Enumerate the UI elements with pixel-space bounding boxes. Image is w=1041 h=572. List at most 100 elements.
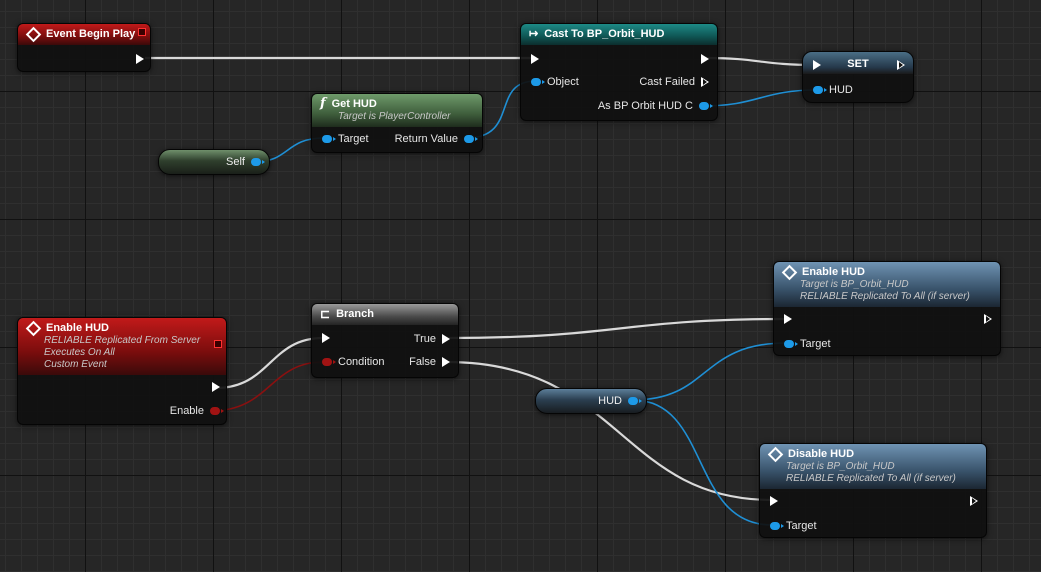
- hud-variable-node[interactable]: HUD: [535, 388, 647, 414]
- disable-call-exec-in-pin[interactable]: [770, 496, 778, 506]
- branch-condition-pin[interactable]: Condition: [322, 356, 390, 368]
- enable-hud-event-sub2: Executes On All: [44, 347, 115, 358]
- cast-failed-label: Cast Failed: [639, 76, 695, 88]
- disable-call-target-label: Target: [786, 520, 817, 532]
- object-pin-icon: [699, 102, 713, 110]
- enable-event-enable-pin[interactable]: Enable: [164, 405, 224, 417]
- cast-as-pin[interactable]: As BP Orbit HUD C: [592, 100, 713, 112]
- enable-hud-event-sub1: RELIABLE Replicated From Server: [44, 335, 201, 346]
- enable-call-target-pin[interactable]: Target: [784, 338, 837, 350]
- object-pin-icon: [813, 86, 827, 94]
- wire-hud-to-enable: [632, 342, 787, 401]
- set-hud-pin[interactable]: HUD: [813, 84, 859, 96]
- wire-true-to-enable: [446, 317, 787, 340]
- enable-call-exec-out-pin[interactable]: [984, 314, 992, 324]
- exec-arrow-icon: [442, 357, 450, 367]
- event-begin-play-node[interactable]: Event Begin Play: [17, 23, 151, 72]
- exec-arrow-icon: [784, 314, 792, 324]
- exec-arrow-hollow-icon: [970, 496, 978, 506]
- cast-as-label: As BP Orbit HUD C: [597, 100, 693, 112]
- set-exec-in-pin[interactable]: [813, 60, 821, 70]
- wire-cast-to-set-hud: [700, 89, 819, 107]
- disable-call-exec-out-pin[interactable]: [970, 496, 978, 506]
- exec-arrow-icon: [136, 54, 144, 64]
- disable-hud-call-node[interactable]: Disable HUD Target is BP_Orbit_HUD RELIA…: [759, 443, 987, 538]
- enable-hud-event-node[interactable]: Enable HUD RELIABLE Replicated From Serv…: [17, 317, 227, 425]
- wire-cast-to-set: [705, 56, 818, 67]
- set-node[interactable]: SET HUD: [802, 51, 914, 103]
- cast-object-label: Object: [547, 76, 579, 88]
- cast-failed-pin[interactable]: Cast Failed: [633, 76, 709, 88]
- branch-title: Branch: [336, 308, 374, 320]
- get-hud-node[interactable]: f Get HUD Target is PlayerController Tar…: [311, 93, 483, 153]
- enable-hud-event-sub3: Custom Event: [44, 359, 107, 370]
- get-hud-target-pin[interactable]: Target: [322, 133, 375, 145]
- enable-call-exec-in-pin[interactable]: [784, 314, 792, 324]
- get-hud-header[interactable]: f Get HUD Target is PlayerController: [312, 94, 482, 127]
- enable-hud-call-sub1: Target is BP_Orbit_HUD: [800, 279, 909, 290]
- set-exec-out-pin[interactable]: [897, 60, 905, 70]
- enable-event-exec-out-pin[interactable]: [212, 382, 220, 392]
- event-diamond-icon: [25, 26, 42, 42]
- event-begin-play-header[interactable]: Event Begin Play: [18, 24, 150, 45]
- exec-out-pin[interactable]: [136, 54, 144, 64]
- branch-true-pin[interactable]: True: [408, 333, 450, 345]
- cast-object-pin[interactable]: Object: [531, 76, 585, 88]
- object-pin-icon[interactable]: [251, 158, 265, 166]
- bool-pin-icon: [210, 407, 224, 415]
- exec-arrow-icon: [770, 496, 778, 506]
- disable-hud-call-sub2: RELIABLE Replicated To All (if server): [786, 473, 956, 484]
- branch-exec-in-pin[interactable]: [322, 333, 330, 343]
- enable-event-enable-label: Enable: [169, 405, 204, 417]
- exec-arrow-icon: [442, 334, 450, 344]
- enable-hud-call-node[interactable]: Enable HUD Target is BP_Orbit_HUD RELIAB…: [773, 261, 1001, 356]
- cast-to-node[interactable]: ↦ Cast To BP_Orbit_HUD Object Cast Faile…: [520, 23, 718, 121]
- cast-exec-in-pin[interactable]: [531, 54, 539, 64]
- wire-event-to-branch: [215, 336, 324, 390]
- object-pin-icon: [784, 340, 798, 348]
- get-hud-title: Get HUD: [331, 98, 377, 110]
- enable-hud-call-sub2: RELIABLE Replicated To All (if server): [800, 291, 970, 302]
- branch-false-label: False: [409, 356, 436, 368]
- set-title: SET: [847, 58, 869, 70]
- function-icon: f: [320, 96, 326, 111]
- enable-hud-call-title: Enable HUD: [802, 266, 865, 278]
- wire-hud-to-disable: [632, 399, 773, 526]
- branch-node[interactable]: ⊏ Branch True Condition False: [311, 303, 459, 378]
- exec-arrow-icon: [212, 382, 220, 392]
- branch-false-pin[interactable]: False: [403, 356, 450, 368]
- enable-hud-event-title: Enable HUD: [46, 322, 109, 334]
- cast-arrow-icon: ↦: [529, 28, 539, 40]
- self-variable-node[interactable]: Self: [158, 149, 270, 175]
- event-begin-play-title: Event Begin Play: [46, 28, 136, 40]
- get-hud-target-label: Target: [338, 133, 369, 145]
- get-hud-return-label: Return Value: [394, 133, 458, 145]
- cast-exec-out-pin[interactable]: [701, 54, 709, 64]
- branch-header[interactable]: ⊏ Branch: [312, 304, 458, 325]
- cast-to-header[interactable]: ↦ Cast To BP_Orbit_HUD: [521, 24, 717, 45]
- exec-arrow-icon: [531, 54, 539, 64]
- disable-hud-call-sub1: Target is BP_Orbit_HUD: [786, 461, 895, 472]
- event-diamond-icon: [781, 264, 798, 280]
- cast-to-title: Cast To BP_Orbit_HUD: [544, 28, 665, 40]
- branch-true-label: True: [413, 333, 436, 345]
- branch-icon: ⊏: [320, 307, 331, 321]
- get-hud-return-pin[interactable]: Return Value: [389, 133, 478, 145]
- exec-arrow-hollow-icon: [701, 77, 709, 87]
- object-pin-icon: [464, 135, 478, 143]
- disable-call-target-pin[interactable]: Target: [770, 520, 823, 532]
- wire-false-to-disable: [446, 360, 773, 502]
- wire-enable-to-condition: [210, 361, 324, 412]
- exec-arrow-icon: [322, 333, 330, 343]
- enable-hud-event-header[interactable]: Enable HUD RELIABLE Replicated From Serv…: [18, 318, 226, 375]
- enable-hud-call-header[interactable]: Enable HUD Target is BP_Orbit_HUD RELIAB…: [774, 262, 1000, 307]
- get-hud-subtitle: Target is PlayerController: [338, 111, 451, 122]
- branch-condition-label: Condition: [338, 356, 385, 368]
- disable-hud-call-header[interactable]: Disable HUD Target is BP_Orbit_HUD RELIA…: [760, 444, 986, 489]
- exec-arrow-icon: [813, 60, 821, 70]
- object-pin-icon[interactable]: [628, 397, 642, 405]
- delegate-pin-icon[interactable]: [138, 28, 146, 36]
- set-header[interactable]: SET: [803, 52, 913, 74]
- delegate-pin-icon[interactable]: [214, 340, 222, 348]
